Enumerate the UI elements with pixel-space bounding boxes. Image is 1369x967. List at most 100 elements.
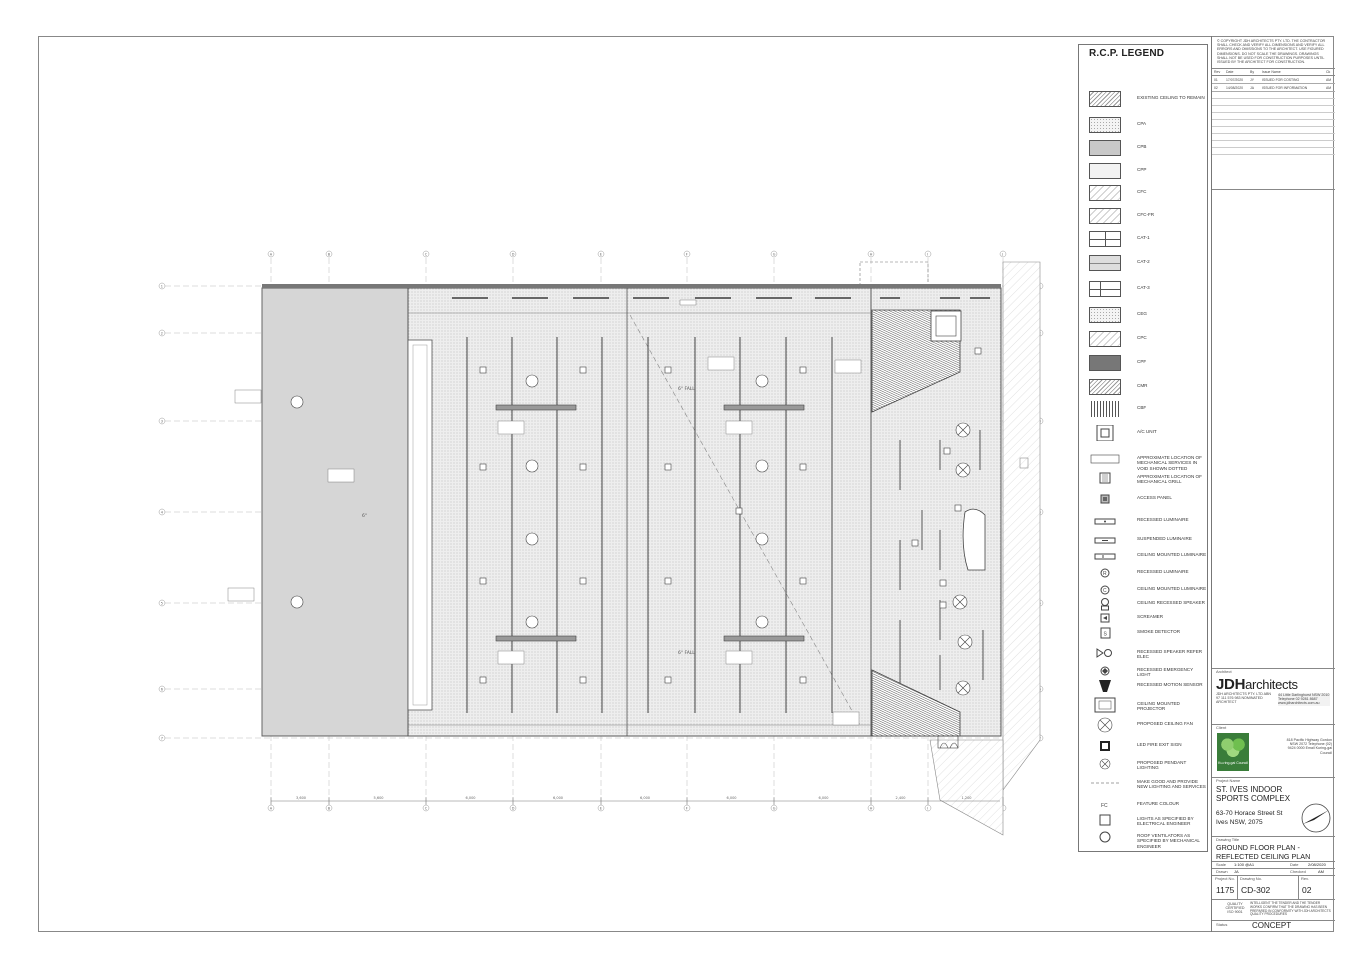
dark-icon [1089, 355, 1121, 371]
revision-date: 14/08/2020 [1226, 85, 1243, 90]
rect-empty-icon [1089, 451, 1121, 467]
firm-address: 44 Little Darlinghurst NSW 2010 Telephon… [1278, 693, 1330, 706]
annotation-tag [834, 359, 862, 374]
grid-bubble-top [867, 250, 875, 258]
scale-label: Scale [1216, 862, 1227, 867]
ceiling-light [579, 463, 587, 471]
revision-blank-row [1212, 141, 1335, 148]
grid-bubble-left [158, 417, 166, 425]
annotation-tag [832, 711, 860, 726]
project-address: 63-70 Horace Street St Ives NSW, 2075 [1216, 810, 1283, 826]
firm-name-rest: architects [1245, 677, 1298, 692]
strip-light [815, 297, 851, 299]
legend-label: ACCESS PANEL [1137, 495, 1172, 500]
ceiling-light [479, 366, 487, 374]
date-col: Date [1226, 70, 1234, 74]
grid-label-left: 4 [161, 510, 164, 514]
basketball-hoop [495, 404, 577, 411]
ceiling-fan-blades [954, 596, 966, 608]
drawn-value: JA [1234, 869, 1239, 874]
grid-bubble-top [683, 250, 691, 258]
ceiling-light [479, 676, 487, 684]
legend-item-exit: LED FIRE EXIT SIGN [1079, 738, 1209, 760]
strip-light [970, 297, 990, 299]
ceiling-light [939, 601, 947, 609]
legend-item-cbf: CBF [1079, 401, 1209, 423]
legend-label: RECESSED EMERGENCY LIGHT [1137, 667, 1194, 678]
ck-col: Ck [1326, 70, 1331, 74]
grid-bubble-left [158, 329, 166, 337]
revision-header: Rev Date By Issue Name Ck [1212, 68, 1335, 76]
firm-logo: JDHarchitects [1216, 676, 1298, 693]
legend-item-screamer: SCREAMER [1079, 610, 1209, 632]
revision-by: JY [1250, 77, 1254, 82]
roof-ventilator [755, 532, 769, 546]
firm-name-bold: JDH [1216, 676, 1246, 693]
grid-label-bottom: I [927, 807, 928, 811]
grid-bubble-left [158, 685, 166, 693]
legend-item-mech-void: APPROXIMATE LOCATION OF MECHANICAL SERVI… [1079, 451, 1209, 473]
fall-label-3: 6° [362, 513, 367, 519]
legend-item-cmr: CMR [1079, 379, 1209, 401]
title-label: Drawing Title [1216, 837, 1240, 842]
revision-date: 17/07/2020 [1226, 77, 1243, 82]
legend-item-em-light: RECESSED EMERGENCY LIGHT [1079, 663, 1209, 685]
revision-blank-row [1212, 127, 1335, 134]
strip-light [695, 297, 731, 299]
reflected-ceiling-plan: AABBCCDDEEFFGGHHIIJJ11223344556677 [158, 250, 1044, 836]
legend-label: SCREAMER [1137, 614, 1164, 619]
access-icon [1089, 491, 1121, 507]
legend-label: CFC [1137, 189, 1147, 194]
legend-label: RECESSED SPEAKER REFER ELEC [1137, 649, 1203, 660]
svg-text:S: S [1104, 632, 1108, 638]
legend-title: R.C.P. LEGEND [1089, 48, 1165, 59]
legend-label: CMR [1137, 383, 1148, 388]
ceiling-light [664, 463, 672, 471]
exit-icon [1089, 738, 1121, 754]
legend-item-cm-lum: CEILING MOUNTED LUMINAIRE [1079, 548, 1209, 570]
legend-item-sus-lum: SUSPENDED LUMINAIRE [1079, 532, 1209, 554]
motion-icon [1089, 678, 1121, 694]
client-logo: Ku-ring-gai Council [1217, 733, 1249, 771]
circle-o-icon [1089, 829, 1121, 845]
rec-speaker-icon [1089, 645, 1121, 661]
hatch-light-icon [1089, 185, 1121, 201]
ceiling-light [954, 504, 962, 512]
legend-item-cat2: CAT-2 [1079, 255, 1209, 277]
grid-label-left: 2 [161, 331, 163, 335]
client-label: Client [1216, 725, 1227, 730]
strip-light [512, 297, 548, 299]
checked-label: Checked [1290, 869, 1306, 874]
annotation-tag [725, 420, 753, 435]
grid-2-icon [1089, 255, 1121, 271]
grid-label-top: G [773, 253, 776, 257]
annotation-tag [327, 468, 355, 483]
legend-item-smoke: S SMOKE DETECTOR [1079, 625, 1209, 647]
project-name: ST. IVES INDOOR SPORTS COMPLEX [1216, 785, 1291, 803]
grid-bubble-top [924, 250, 932, 258]
rev-value: 02 [1302, 885, 1312, 895]
grid-label-bottom: G [773, 807, 776, 811]
basketball-hoop [723, 404, 805, 411]
legend-label: PROPOSED PENDANT LIGHTING [1137, 760, 1187, 771]
roof-ventilator [525, 615, 539, 629]
copyright-note: © COPYRIGHT JDH ARCHITECTS PTY. LTD. THE… [1217, 39, 1326, 65]
grid-label-left: 7 [161, 736, 163, 740]
ceiling-light [974, 347, 982, 355]
strip-light [940, 297, 960, 299]
revision-ck: AM [1326, 77, 1332, 82]
pendant-icon [1089, 756, 1121, 772]
legend-label: CPB [1137, 144, 1147, 149]
status-value: CONCEPT [1252, 921, 1292, 930]
grid-label-top: A [270, 253, 273, 257]
ceiling-light [943, 447, 951, 455]
feature-colour-code: FC [1101, 803, 1108, 809]
quality-note: INTELLIGENT THE TENDER AND THE TENDER WO… [1250, 901, 1331, 917]
dash-icon [1089, 775, 1121, 791]
fine-dots-icon [1089, 163, 1121, 179]
strip-light [756, 297, 792, 299]
legend-label: SMOKE DETECTOR [1137, 629, 1181, 634]
legend-label: CPP [1137, 167, 1147, 172]
ceiling-light [579, 577, 587, 585]
